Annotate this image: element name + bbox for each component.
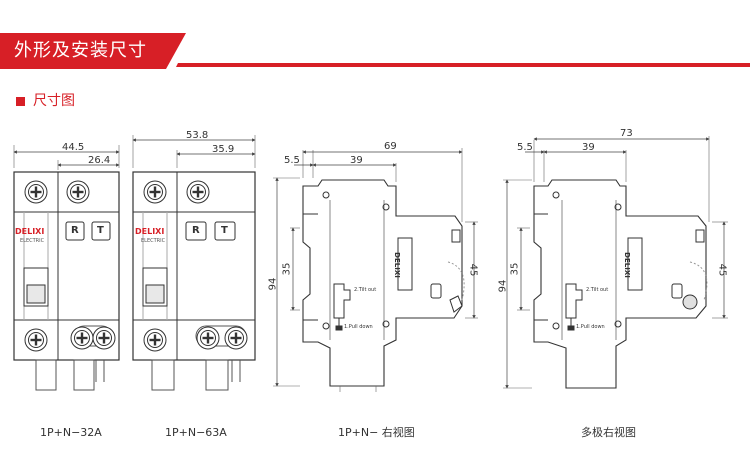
dim-h1-1pn: 94 [267, 277, 279, 291]
side-brand-multi: DELIXI [622, 252, 631, 278]
dim-d1-multi: 5.5 [517, 142, 533, 153]
dim-total-32a: 44.5 [62, 142, 85, 153]
dim-pole-32a: 26.4 [88, 155, 111, 166]
brand-sub-32a: ELECTRIC [20, 238, 45, 244]
dim-d3-multi: 73 [620, 128, 633, 139]
caption-63a: 1P+N−63A [165, 426, 227, 439]
front-view-63a [132, 135, 256, 391]
section-title: 尺寸图 [33, 93, 75, 109]
dim-d3-1pn: 69 [384, 141, 397, 152]
button-t-63a: T [221, 225, 228, 236]
side-view-multi [503, 136, 728, 389]
dim-h1-multi: 94 [497, 279, 509, 293]
label-tilt-1pn: 2.Tilt out [354, 287, 377, 293]
dim-pole-63a: 35.9 [212, 144, 235, 155]
dim-total-63a: 53.8 [186, 130, 209, 141]
caption-side-multi: 多极右视图 [581, 426, 636, 439]
button-r-63a: R [192, 225, 200, 236]
caption-side-1pn: 1P+N− 右视图 [338, 426, 415, 439]
button-r-32a: R [71, 225, 79, 236]
side-brand-1pn: DELIXI [392, 252, 401, 278]
dim-h3-multi: 45 [716, 263, 728, 277]
side-view-1pn [273, 148, 478, 392]
button-t-32a: T [97, 225, 104, 236]
section-marker-icon [16, 97, 25, 106]
dim-d2-1pn: 39 [350, 155, 363, 166]
dim-d2-multi: 39 [582, 142, 595, 153]
brand-logo-63a: DELIXI [135, 227, 165, 236]
brand-logo-32a: DELIXI [15, 227, 45, 236]
dim-d1-1pn: 5.5 [284, 155, 300, 166]
front-view-32a [13, 145, 120, 391]
dim-h2-1pn: 35 [281, 262, 293, 276]
label-pull-multi: 1.Pull down [576, 324, 605, 330]
caption-32a: 1P+N−32A [40, 426, 102, 439]
label-pull-1pn: 1.Pull down [344, 324, 373, 330]
header-banner [0, 33, 750, 69]
brand-sub-63a: ELECTRIC [141, 238, 166, 244]
label-tilt-multi: 2.Tilt out [586, 287, 609, 293]
dim-h3-1pn: 45 [467, 263, 479, 277]
dim-h2-multi: 35 [509, 262, 521, 276]
page-title: 外形及安装尺寸 [14, 40, 147, 61]
